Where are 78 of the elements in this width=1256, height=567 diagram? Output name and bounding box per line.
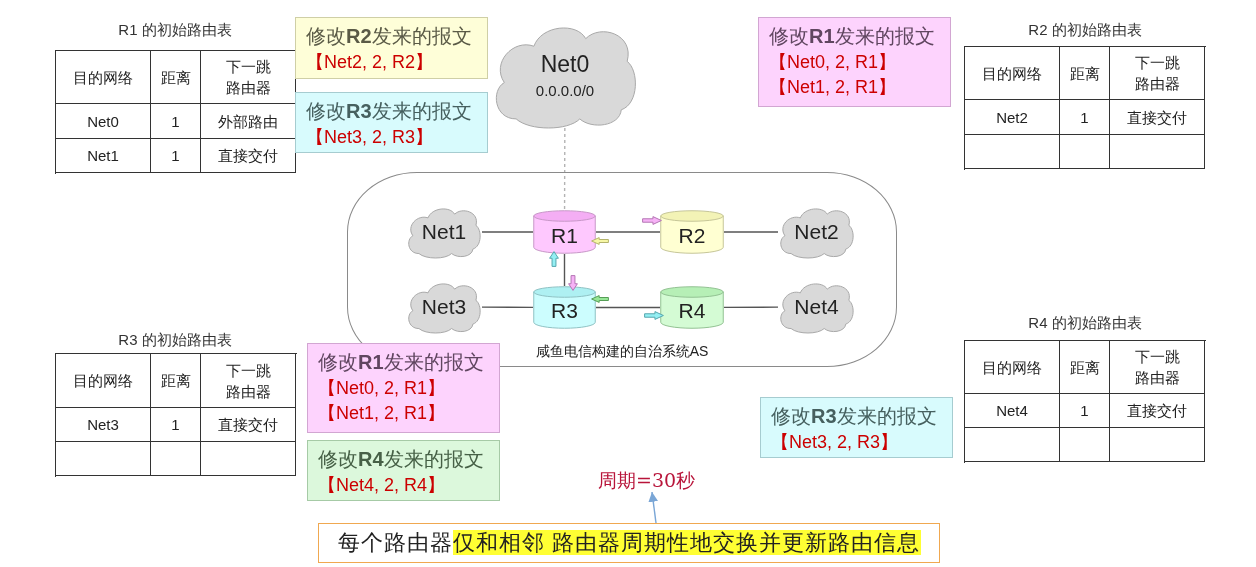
message-box <box>307 343 500 433</box>
annotation-text: 周期=30秒 <box>598 468 696 492</box>
router-label: R1 <box>551 223 578 249</box>
connector-line <box>563 253 566 287</box>
message-title: 修改R3发来的报文 <box>306 98 472 125</box>
table-cell: 距离 <box>151 354 201 408</box>
connector-line <box>723 306 779 309</box>
dashed-line <box>563 127 566 211</box>
router-label: R2 <box>678 223 706 249</box>
address-label: 0.0.0.0/0 <box>535 81 595 99</box>
table-cell: 下一跳路由器 <box>1110 47 1205 100</box>
table-cell: Net4 <box>965 394 1060 428</box>
message-box <box>295 17 488 79</box>
table-cell: 下一跳路由器 <box>1110 341 1205 394</box>
connector-line <box>595 306 661 309</box>
table-cell: Net2 <box>965 100 1060 135</box>
route-entry: 【Net2, 2, R2】 <box>306 51 434 74</box>
connector-line <box>481 231 534 233</box>
route-entry: 【Net1, 2, R1】 <box>769 76 897 99</box>
router-cylinder <box>533 286 596 329</box>
table-cell: Net0 <box>56 104 151 139</box>
message-title: 修改R1发来的报文 <box>769 23 935 50</box>
table-cell: 距离 <box>1060 341 1110 394</box>
network-cloud <box>406 281 482 333</box>
note-box: 每个路由器仅和相邻 路由器周期性地交换并更新路由信息 <box>318 523 940 563</box>
network-label: Net0 <box>540 51 590 78</box>
table-cell: 1 <box>1060 394 1110 428</box>
message-title: 修改R3发来的报文 <box>771 403 937 430</box>
table-cell: Net1 <box>56 139 151 173</box>
table-title: R4 的初始路由表 <box>1028 313 1142 333</box>
router-cylinder <box>660 210 724 254</box>
network-label: Net3 <box>421 294 467 320</box>
table-cell: 直接交付 <box>201 408 296 442</box>
table-cell: 下一跳路由器 <box>201 354 296 408</box>
table-cell: 目的网络 <box>56 51 151 104</box>
network-cloud <box>406 206 482 258</box>
router-label: R3 <box>551 299 578 324</box>
table-cell: Net3 <box>56 408 151 442</box>
message-title: 修改R2发来的报文 <box>306 23 472 50</box>
table-title: R3 的初始路由表 <box>118 330 232 350</box>
network-label: Net2 <box>794 219 839 245</box>
table-cell: 目的网络 <box>56 354 151 408</box>
message-title: 修改R4发来的报文 <box>318 446 484 473</box>
message-box <box>758 17 951 107</box>
network-cloud <box>778 206 855 258</box>
router-cylinder <box>533 210 596 254</box>
table-cell: 距离 <box>1060 47 1110 100</box>
boundary-caption: 咸鱼电信构建的自治系统AS <box>535 343 709 361</box>
message-box <box>295 92 488 153</box>
message-title: 修改R1发来的报文 <box>318 349 484 376</box>
table-cell: 距离 <box>151 51 201 104</box>
table-cell: 1 <box>151 104 201 139</box>
table-cell: 1 <box>1060 100 1110 135</box>
route-entry: 【Net3, 2, R3】 <box>306 126 434 149</box>
table-title: R2 的初始路由表 <box>1028 20 1142 40</box>
table-cell: 1 <box>151 139 201 173</box>
route-entry: 【Net1, 2, R1】 <box>318 402 446 425</box>
router-label: R4 <box>678 299 706 324</box>
route-entry: 【Net0, 2, R1】 <box>318 377 446 400</box>
table-title: R1 的初始路由表 <box>118 20 232 40</box>
connector-line <box>595 231 661 233</box>
table-cell: 直接交付 <box>1110 100 1205 135</box>
connector-line <box>481 306 534 309</box>
table-cell: 目的网络 <box>965 341 1060 394</box>
arrow <box>648 491 659 524</box>
route-entry: 【Net4, 2, R4】 <box>318 474 446 497</box>
table-cell: 直接交付 <box>1110 394 1205 428</box>
connector-line <box>723 231 779 233</box>
network-label: Net1 <box>421 219 467 245</box>
network-label: Net4 <box>794 294 839 320</box>
route-entry: 【Net3, 2, R3】 <box>771 431 899 454</box>
router-cylinder <box>660 286 724 329</box>
table-cell: 1 <box>151 408 201 442</box>
message-box <box>760 397 953 458</box>
network-cloud <box>778 281 855 333</box>
table-cell: 目的网络 <box>965 47 1060 100</box>
message-box <box>307 440 500 501</box>
route-entry: 【Net0, 2, R1】 <box>769 51 897 74</box>
